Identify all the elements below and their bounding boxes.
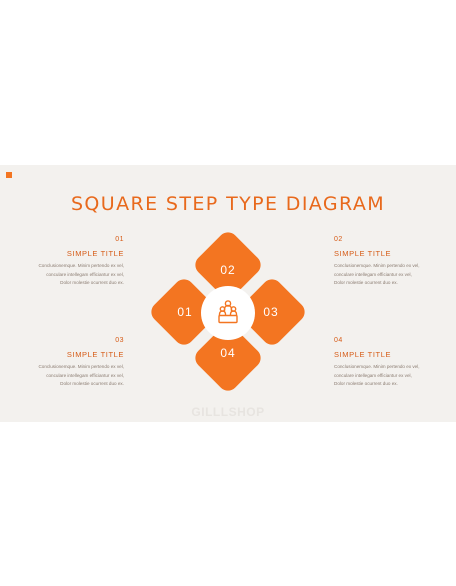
square-step-diagram: 02 01 03 04 — [147, 228, 309, 395]
step-title: SIMPLE TITLE — [66, 350, 124, 359]
corner-accent-square — [6, 172, 12, 178]
step-01-text: 01 SIMPLE TITLE Conclusionemque. Minim p… — [24, 236, 124, 288]
step-number: 03 — [115, 337, 124, 344]
petal-label-01: 01 — [177, 305, 193, 319]
step-number: 01 — [115, 236, 124, 243]
step-title: SIMPLE TITLE — [334, 249, 392, 258]
step-body: Conclusionemque. Minim pertendo ex vel, … — [334, 364, 420, 387]
step-number: 04 — [334, 337, 343, 344]
step-number: 02 — [334, 236, 343, 243]
step-body: Conclusionemque. Minim pertendo ex vel, … — [334, 263, 420, 286]
step-02-text: 02 SIMPLE TITLE Conclusionemque. Minim p… — [334, 236, 434, 288]
step-04-text: 04 SIMPLE TITLE Conclusionemque. Minim p… — [334, 337, 434, 389]
petal-label-02: 02 — [220, 263, 236, 277]
watermark: GILLLSHOP — [191, 405, 265, 419]
people-group-icon — [218, 300, 238, 324]
slide: SQUARE STEP TYPE DIAGRAM 01 SIMPLE TITLE… — [0, 165, 456, 422]
step-title: SIMPLE TITLE — [334, 350, 392, 359]
step-title: SIMPLE TITLE — [66, 249, 124, 258]
step-body: Conclusionemque. Minim pertendo ex vel, … — [38, 364, 124, 387]
petal-label-03: 03 — [263, 305, 279, 319]
slide-title: SQUARE STEP TYPE DIAGRAM — [70, 193, 386, 215]
step-03-text: 03 SIMPLE TITLE Conclusionemque. Minim p… — [24, 337, 124, 389]
step-body: Conclusionemque. Minim pertendo ex vel, … — [38, 263, 124, 286]
diagram-hub — [201, 286, 255, 340]
petal-label-04: 04 — [220, 346, 236, 360]
